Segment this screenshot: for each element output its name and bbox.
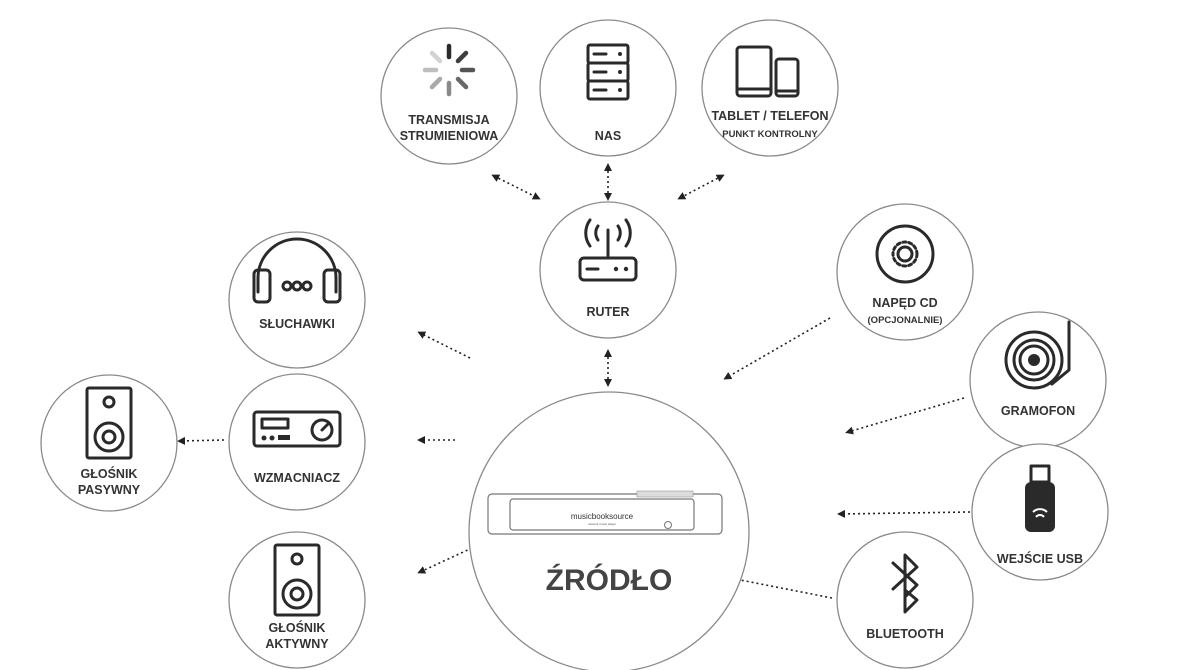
arrow-amplifier-passive xyxy=(177,436,225,445)
node-bluetooth: BLUETOOTH xyxy=(836,531,974,669)
node-usb: WEJŚCIE USB xyxy=(971,443,1109,581)
arrow-source-active xyxy=(417,547,473,574)
node-label: WZMACNIACZ xyxy=(254,471,340,485)
arrow-source-headphones xyxy=(417,331,471,359)
bluetooth-icon xyxy=(891,553,919,599)
arrow-bluetooth-source xyxy=(727,575,833,599)
node-label: STRUMIENIOWA xyxy=(400,129,499,143)
node-label: TABLET / TELEFON xyxy=(711,109,828,123)
node-label: GŁOŚNIK xyxy=(269,620,326,635)
device-tagline: network music player xyxy=(588,522,616,526)
node-label: GRAMOFON xyxy=(1001,404,1075,418)
arrow-turntable-source xyxy=(845,397,965,435)
node-amplifier: WZMACNIACZ xyxy=(228,373,366,511)
node-passive-speaker: GŁOŚNIK PASYWNY xyxy=(40,374,178,512)
speaker-icon xyxy=(273,543,321,617)
node-label: BLUETOOTH xyxy=(866,627,944,641)
node-streaming: TRANSMISJA STRUMIENIOWA xyxy=(380,27,518,165)
node-tablet: TABLET / TELEFON PUNKT KONTROLNY xyxy=(701,19,839,157)
arrow-tablet-router xyxy=(677,174,725,200)
usb-stick-icon xyxy=(1025,464,1055,532)
device-brand: musicbooksource xyxy=(571,512,634,521)
node-nas: NAS xyxy=(539,19,677,157)
router-icon xyxy=(578,218,638,282)
node-active-speaker: GŁOŚNIK AKTYWNY xyxy=(228,531,366,669)
node-sublabel: (OPCJONALNIE) xyxy=(868,315,943,326)
loading-spinner-icon xyxy=(422,43,476,97)
tablet-phone-icon xyxy=(735,45,800,98)
node-label: SŁUCHAWKI xyxy=(259,317,335,331)
node-label: NAPĘD CD xyxy=(872,296,937,310)
node-label: PASYWNY xyxy=(78,483,141,497)
arrow-cd-source xyxy=(723,317,831,380)
node-label: GŁOŚNIK xyxy=(81,466,138,481)
turntable-icon xyxy=(1004,320,1071,390)
server-icon xyxy=(586,43,630,101)
cd-icon xyxy=(875,224,935,284)
source-label: ŹRÓDŁO xyxy=(546,563,673,597)
node-label: RUTER xyxy=(586,305,629,319)
node-router: RUTER xyxy=(539,201,677,339)
amplifier-icon xyxy=(252,410,342,448)
node-sublabel: PUNKT KONTROLNY xyxy=(722,129,818,140)
node-label: WEJŚCIE USB xyxy=(997,551,1083,566)
node-label: TRANSMISJA xyxy=(408,113,489,127)
arrow-streaming-router xyxy=(491,174,541,200)
node-headphones: SŁUCHAWKI xyxy=(228,231,366,369)
node-source: musicbooksource network music player ŹRÓ… xyxy=(468,391,750,670)
speaker-icon xyxy=(85,386,133,460)
music-player-device: musicbooksource network music player xyxy=(487,490,723,535)
node-turntable: GRAMOFON xyxy=(969,311,1107,449)
node-label: AKTYWNY xyxy=(265,637,329,651)
node-cd: NAPĘD CD (OPCJONALNIE) xyxy=(836,203,974,341)
arrow-usb-source xyxy=(837,509,971,518)
connection-arrows xyxy=(177,163,971,599)
node-label: NAS xyxy=(595,129,621,143)
headphones-icon xyxy=(252,237,342,304)
